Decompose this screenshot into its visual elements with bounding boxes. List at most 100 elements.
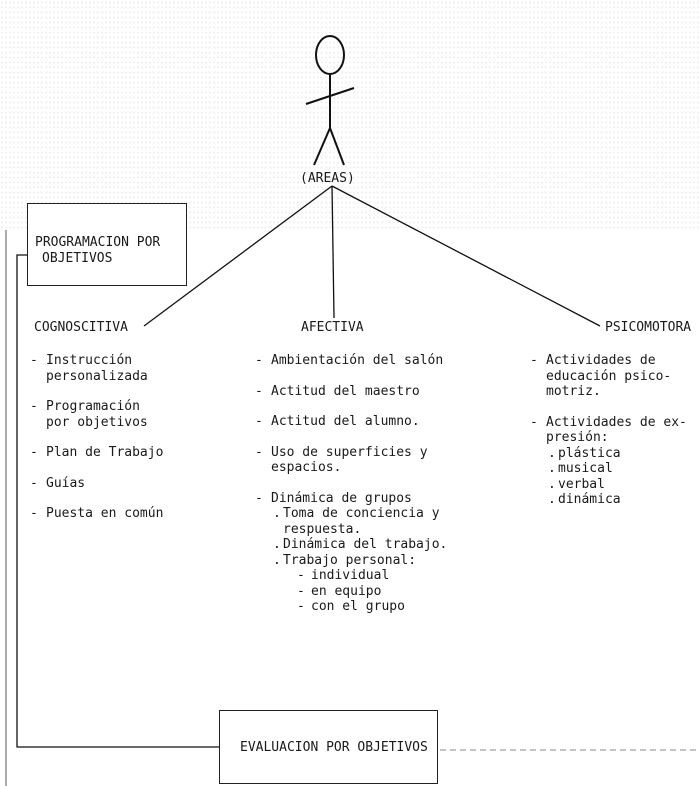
psicomotora-subitem-text: verbal — [558, 476, 605, 492]
psicomotora-subitem-text: plástica — [558, 445, 621, 461]
afectiva-subsubitem: -con el grupo — [295, 599, 511, 615]
item-gap — [26, 430, 226, 445]
psicomotora-subitem: .plástica — [546, 446, 698, 462]
afectiva-item: -Actitud del alumno. — [251, 414, 511, 430]
cognoscitiva-item-text-line: Puesta en común — [46, 506, 164, 521]
cognoscitiva-item-text-line: personalizada — [46, 368, 148, 384]
cognoscitiva-item-text: Puesta en común — [46, 506, 226, 522]
item-gap — [251, 430, 511, 445]
afectiva-item-text: Actitud del alumno. — [271, 414, 511, 430]
bullet-dash: - — [530, 353, 538, 368]
bullet-dot: . — [548, 461, 556, 476]
afectiva-subsubitem-text: en equipo — [311, 583, 382, 599]
bullet-dash: - — [255, 490, 263, 506]
psicomotora-subitem: .verbal — [546, 477, 698, 493]
afectiva-item-text-line: Ambientación del salón — [271, 353, 444, 368]
bullet-dash: - — [297, 583, 305, 599]
afectiva-item: -Ambientación del salón — [251, 353, 511, 369]
left-bracket-line — [16, 254, 221, 748]
evaluacion-text: EVALUACION POR OBJETIVOS — [240, 740, 428, 755]
programacion-line2: OBJETIVOS — [42, 251, 113, 266]
bullet-dash: - — [30, 506, 38, 521]
stick-figure-icon — [305, 35, 355, 166]
psicomotora-subitem-text: musical — [558, 461, 613, 476]
psicomotora-subitem: .musical — [546, 461, 698, 477]
item-gap — [251, 399, 511, 414]
afectiva-subsubitem-text: con el grupo — [311, 599, 405, 614]
item-gap — [26, 461, 226, 476]
bullet-dash: - — [30, 475, 38, 491]
psicomotora-item: -Actividades de ex-presión:.plástica.mus… — [526, 415, 698, 508]
cognoscitiva-title: COGNOSCITIVA — [34, 320, 128, 335]
bullet-dash: - — [297, 599, 305, 614]
item-gap — [251, 476, 511, 491]
bullet-dot: . — [273, 506, 281, 521]
branch-afectiva — [331, 185, 335, 319]
psicomotora-subitem-text: dinámica — [558, 492, 621, 507]
afectiva-item-text-line: Actitud del maestro — [271, 383, 420, 399]
cognoscitiva-item-text: Guías — [46, 476, 226, 492]
bullet-dash: - — [297, 568, 305, 583]
afectiva-subitem-text-line: Dinámica del trabajo. — [283, 537, 448, 552]
cognoscitiva-item-text-line: Programación — [46, 399, 140, 414]
afectiva-subsubitem: -en equipo — [295, 584, 511, 600]
programacion-box: PROGRAMACION POR OBJETIVOS — [27, 203, 187, 286]
bullet-dash: - — [255, 414, 263, 429]
cognoscitiva-item-text-line: por objetivos — [46, 414, 148, 430]
afectiva-subitem: .Trabajo personal:-individual-en equipo-… — [271, 553, 511, 615]
bullet-dash: - — [30, 399, 38, 414]
cognoscitiva-item-text-line: Instrucción — [46, 353, 133, 368]
bullet-dash: - — [530, 414, 538, 430]
cognoscitiva-item: -Guías — [26, 476, 226, 492]
bullet-dash: - — [30, 445, 38, 460]
bullet-dot: . — [273, 552, 281, 568]
cognoscitiva-item-text: Plan de Trabajo — [46, 445, 226, 461]
cognoscitiva-item: -Plan de Trabajo — [26, 445, 226, 461]
psicomotora-item-text-line: Actividades de ex- — [546, 414, 687, 430]
scan-noise — [0, 0, 699, 230]
afectiva-item-text-line: Dinámica de grupos — [271, 490, 412, 506]
evaluacion-box: EVALUACION POR OBJETIVOS — [219, 710, 438, 784]
bullet-dot: . — [273, 537, 281, 552]
branch-cognoscitiva — [143, 185, 333, 327]
psicomotora-item-text-line: presión: — [546, 430, 609, 445]
afectiva-item: -Actitud del maestro — [251, 384, 511, 400]
afectiva-subitem-text-line: Toma de conciencia y — [283, 506, 440, 521]
cognoscitiva-item-text-line: Guías — [46, 475, 86, 491]
bullet-dot: . — [548, 492, 556, 507]
afectiva-item-text: Actitud del maestro — [271, 384, 511, 400]
cognoscitiva-item: -Puesta en común — [26, 506, 226, 522]
programacion-line1: PROGRAMACION POR — [35, 235, 161, 250]
bullet-dot: . — [548, 476, 556, 492]
bullet-dash: - — [255, 353, 263, 368]
afectiva-subsubitem: -individual — [295, 568, 511, 584]
psicomotora-title: PSICOMOTORA — [605, 320, 692, 335]
afectiva-subitem-text: Dinámica del trabajo. — [283, 537, 511, 553]
afectiva-subitem-text-line: Trabajo personal: — [283, 552, 417, 568]
item-gap — [251, 369, 511, 384]
afectiva-item-text-line: Uso de superficies y — [271, 444, 428, 460]
afectiva-subitem-text-line: respuesta. — [283, 521, 362, 537]
afectiva-list: -Ambientación del salón-Actitud del maes… — [251, 353, 511, 615]
bullet-dash: - — [30, 353, 38, 368]
bullet-dot: . — [548, 445, 556, 461]
areas-label: (AREAS) — [300, 171, 355, 186]
afectiva-item-text-line: espacios. — [271, 460, 342, 475]
item-gap — [26, 491, 226, 506]
afectiva-subitem-text: Trabajo personal: — [283, 553, 511, 569]
psicomotora-item-text-line: educación psico- — [546, 368, 672, 384]
